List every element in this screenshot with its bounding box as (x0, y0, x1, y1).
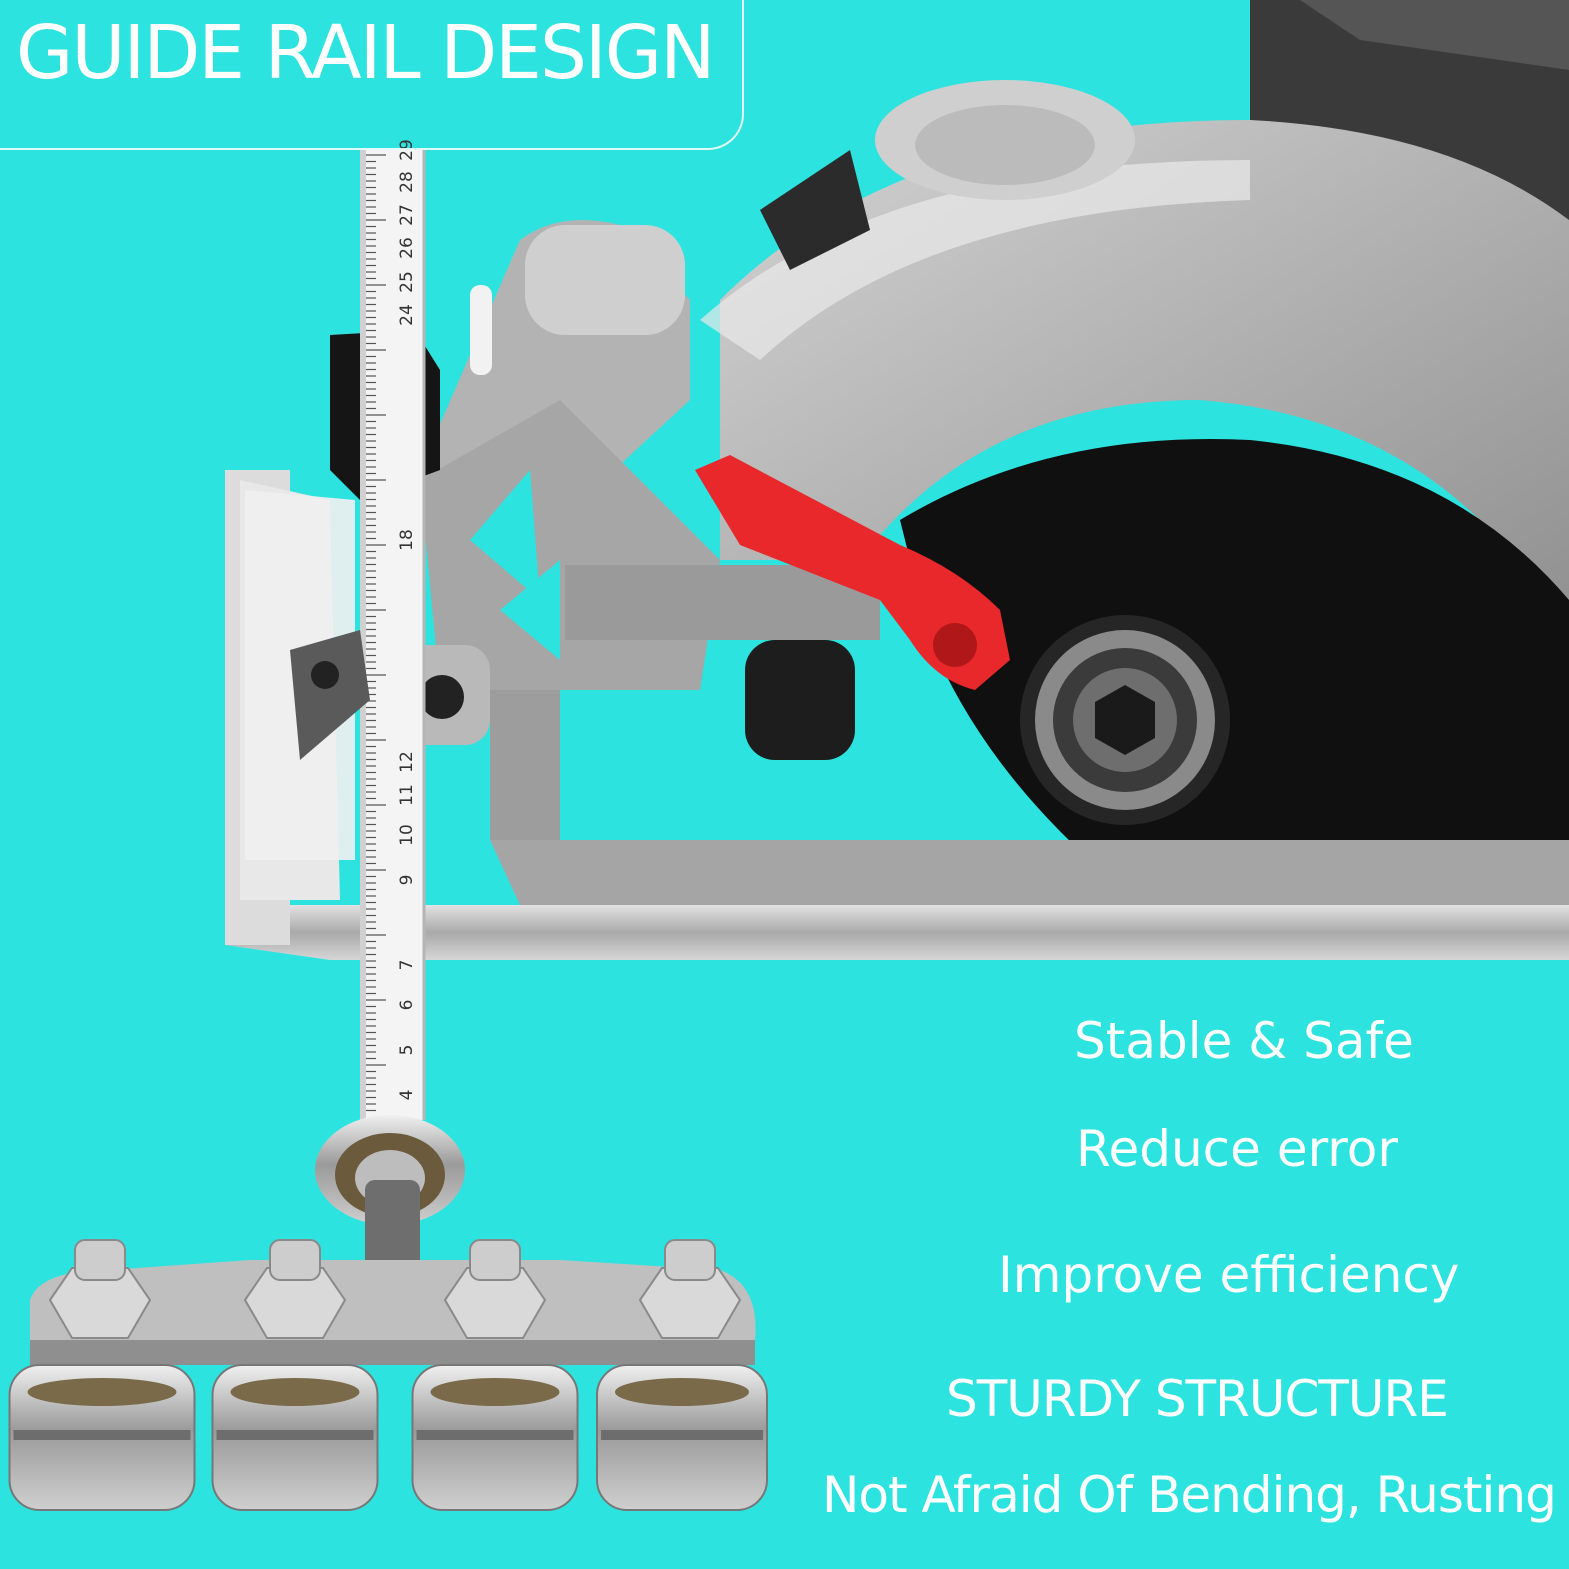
blade-guard-upper (700, 80, 1569, 640)
lock-lever-red (695, 455, 1010, 690)
bearing-seal (230, 1378, 360, 1406)
ruler-label: 9 (397, 875, 417, 886)
ruler-label: 24 (397, 304, 417, 326)
ruler-ticks: 24 25 26 27 28 29 18 12 11 10 9 7 6 5 4 (366, 139, 417, 1112)
feature-text: Not Afraid Of Bending, Rusting (822, 1466, 1557, 1524)
feature-text: Improve efficiency (998, 1246, 1460, 1304)
ruler-label: 12 (397, 751, 417, 773)
ruler-label: 26 (397, 237, 417, 259)
bearing-groove (216, 1430, 374, 1440)
bolt-thread (269, 1239, 321, 1281)
ruler-label: 5 (397, 1045, 417, 1056)
bolt-thread (664, 1239, 716, 1281)
angle-scale-plate (245, 490, 370, 860)
ruler-label: 29 (397, 139, 417, 161)
hex-nut (48, 1267, 152, 1339)
saw-motor-housing (1250, 0, 1569, 230)
title-panel: GUIDE RAIL DESIGN (0, 0, 744, 150)
bearing-groove (601, 1430, 763, 1440)
hex-nut (443, 1267, 547, 1339)
ruler-label: 28 (397, 171, 417, 193)
bearing-groove (13, 1430, 191, 1440)
ruler-label: 25 (397, 271, 417, 293)
bearing-groove (416, 1430, 574, 1440)
roller-bolts (48, 1239, 742, 1339)
saw-blade-area (900, 439, 1569, 860)
ruler-label: 11 (397, 784, 417, 806)
roller-bearings (8, 1364, 768, 1511)
feature-text: Stable & Safe (1074, 1012, 1414, 1070)
saw-front-bracket (400, 220, 880, 760)
ruler-label: 10 (397, 824, 417, 846)
roller-guide-assembly (30, 1115, 756, 1365)
bearing-seal (430, 1378, 560, 1406)
hex-nut (243, 1267, 347, 1339)
ruler-label: 4 (397, 1090, 417, 1101)
ruler-label: 6 (397, 1000, 417, 1011)
feature-text: Reduce error (1076, 1120, 1398, 1178)
page-title: GUIDE RAIL DESIGN (16, 10, 715, 96)
ruler-label: 7 (397, 960, 417, 971)
bolt-thread (74, 1239, 126, 1281)
bearing-seal (27, 1378, 177, 1406)
measuring-ruler (360, 150, 426, 1120)
bolt-thread (469, 1239, 521, 1281)
ruler-label: 18 (397, 529, 417, 551)
bearing-seal (615, 1378, 749, 1406)
hex-nut (638, 1267, 742, 1339)
ruler-label: 27 (397, 204, 417, 226)
feature-text: STURDY STRUCTURE (946, 1370, 1449, 1428)
